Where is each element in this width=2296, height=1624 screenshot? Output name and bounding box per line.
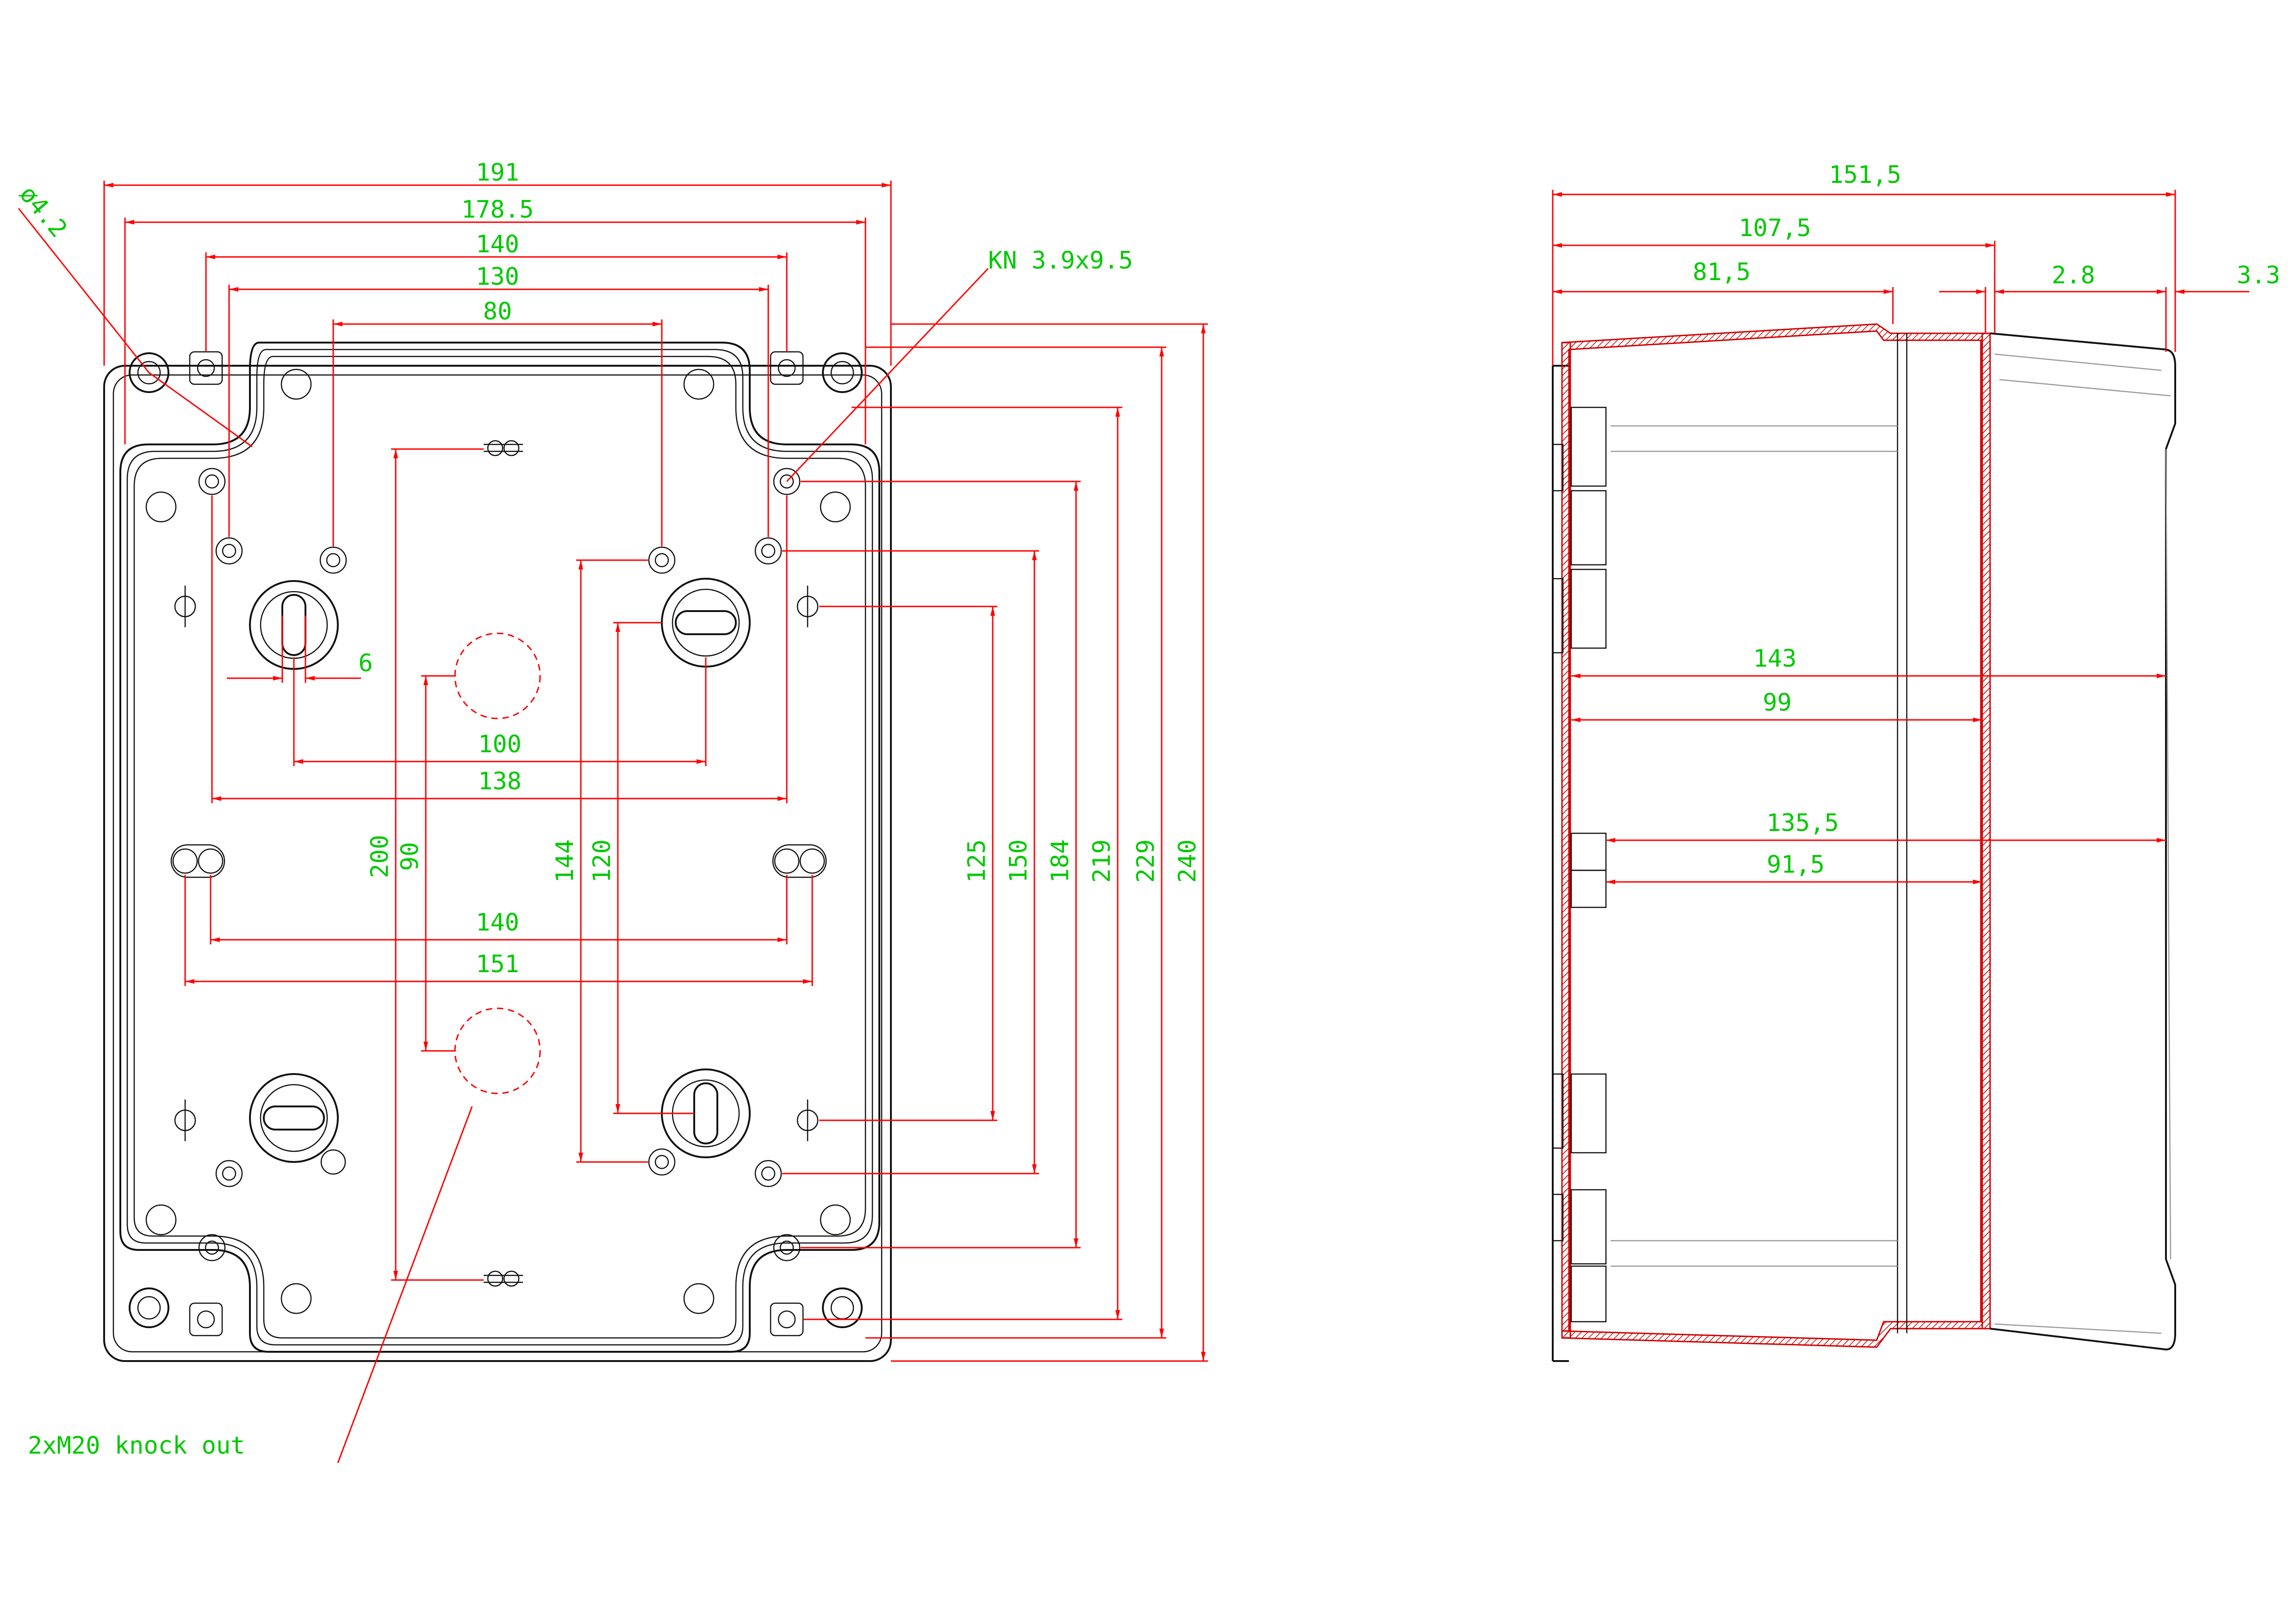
plain-hole [820, 1204, 851, 1236]
enclosure-inner-wall [119, 342, 880, 1353]
knockout-bottom [454, 1007, 541, 1094]
knockout-top [454, 632, 541, 719]
enclosure-outer-outline [103, 365, 892, 1362]
keyhole-slot [174, 1099, 196, 1141]
label-knockout: 2xM20 knock out [28, 1432, 245, 1460]
boss-hole [648, 1148, 676, 1176]
dim-120: 120 [588, 839, 616, 883]
boss-hole [754, 1160, 782, 1187]
dim-178-5: 178.5 [461, 196, 534, 224]
boss-hole [198, 1234, 226, 1262]
dim-151: 151 [476, 950, 519, 978]
plain-hole [280, 369, 312, 400]
keyhole-slot [484, 1270, 523, 1287]
mount-pad-bottom-left [189, 1302, 223, 1337]
label-screw: KN 3.9x9.5 [988, 247, 1133, 275]
boss-hole [773, 468, 801, 495]
boss-hole [319, 546, 347, 574]
boss-hole [215, 1160, 243, 1187]
dim-81-5: 81,5 [1692, 258, 1750, 286]
double-hole-right [772, 844, 827, 878]
dim-143: 143 [1753, 645, 1797, 673]
plain-hole [820, 491, 851, 523]
plain-hole [280, 1283, 312, 1314]
dim-151-5: 151,5 [1829, 161, 1902, 189]
dim-138: 138 [478, 768, 522, 795]
plain-hole [145, 491, 177, 523]
plain-hole [320, 1149, 346, 1175]
dim-140-top: 140 [476, 231, 519, 258]
dim-125: 125 [963, 839, 991, 883]
front-dimension-texts: 191 178.5 140 130 80 6 100 138 140 151 2… [14, 159, 1201, 1460]
lid-outline [1990, 332, 2176, 1351]
corner-screw-top-right [822, 352, 863, 393]
dim-184: 184 [1046, 839, 1074, 883]
mount-pad-top-left [189, 351, 223, 385]
dim-3-3: 3.3 [2237, 262, 2280, 289]
corner-screw-bottom-left [129, 1287, 169, 1328]
dim-80: 80 [483, 298, 512, 325]
dim-229: 229 [1132, 839, 1160, 883]
front-view: 191 178.5 140 130 80 6 100 138 140 151 2… [14, 159, 1208, 1463]
horizontal-dimension-lines [103, 181, 892, 986]
side-view: 151,5 107,5 81,5 2.8 3.3 143 99 135,5 91… [1552, 161, 2280, 1362]
plain-hole [145, 1204, 177, 1236]
mount-pad-top-right [770, 351, 804, 385]
base-wall-hatch [1561, 342, 1571, 1339]
oval-slot-bottom-left [249, 1073, 339, 1163]
boss-hole [215, 537, 243, 565]
dim-130: 130 [476, 263, 519, 291]
corner-screw-top-left [129, 352, 169, 393]
side-boss [1552, 406, 1607, 1323]
leader-knockout [337, 1106, 473, 1463]
keyhole-slot [796, 1099, 819, 1141]
dim-144: 144 [551, 839, 579, 883]
dim-100: 100 [478, 731, 522, 758]
boss-hole [773, 1234, 801, 1262]
leader-hole-diameter [18, 208, 253, 448]
side-inner-dimension-lines [1571, 674, 2166, 884]
dim-107-5: 107,5 [1739, 214, 1811, 242]
corner-screw-bottom-right [822, 1287, 863, 1328]
double-hole-left [170, 844, 225, 878]
oval-slot-top-left [249, 580, 339, 670]
side-top-dimension-lines [1552, 190, 2249, 366]
enclosure-inner-wall-2 [126, 349, 873, 1346]
label-hole-diameter: ø4.2 [14, 181, 72, 243]
lid-wall-hatch [1981, 332, 1991, 1330]
keyhole-slot [484, 440, 523, 456]
keyhole-slot [796, 586, 819, 627]
plain-hole [683, 369, 715, 400]
dim-191: 191 [476, 159, 519, 187]
plain-hole [683, 1283, 715, 1314]
boss-hole [754, 537, 782, 565]
dim-150: 150 [1005, 839, 1033, 883]
dim-200: 200 [366, 835, 394, 878]
dim-2-8: 2.8 [2052, 262, 2095, 289]
dim-6: 6 [358, 650, 373, 677]
boss-hole [648, 546, 676, 574]
dim-99: 99 [1763, 689, 1792, 717]
oval-slot-top-right [661, 578, 751, 668]
dim-219: 219 [1088, 839, 1116, 883]
enclosure-inner-wall-3 [133, 356, 866, 1339]
keyhole-slot [174, 586, 196, 627]
dim-91-5: 91,5 [1767, 851, 1824, 879]
vertical-dimension-lines [391, 323, 1208, 1362]
dim-135-5: 135,5 [1767, 809, 1839, 837]
dim-90: 90 [396, 842, 424, 871]
dim-240: 240 [1174, 839, 1201, 883]
boss-hole [198, 468, 226, 495]
mount-pad-bottom-right [770, 1302, 804, 1337]
leader-screw [786, 268, 989, 482]
dim-140-mid: 140 [476, 909, 519, 937]
side-dimension-texts: 151,5 107,5 81,5 2.8 3.3 143 99 135,5 91… [1692, 161, 2280, 879]
